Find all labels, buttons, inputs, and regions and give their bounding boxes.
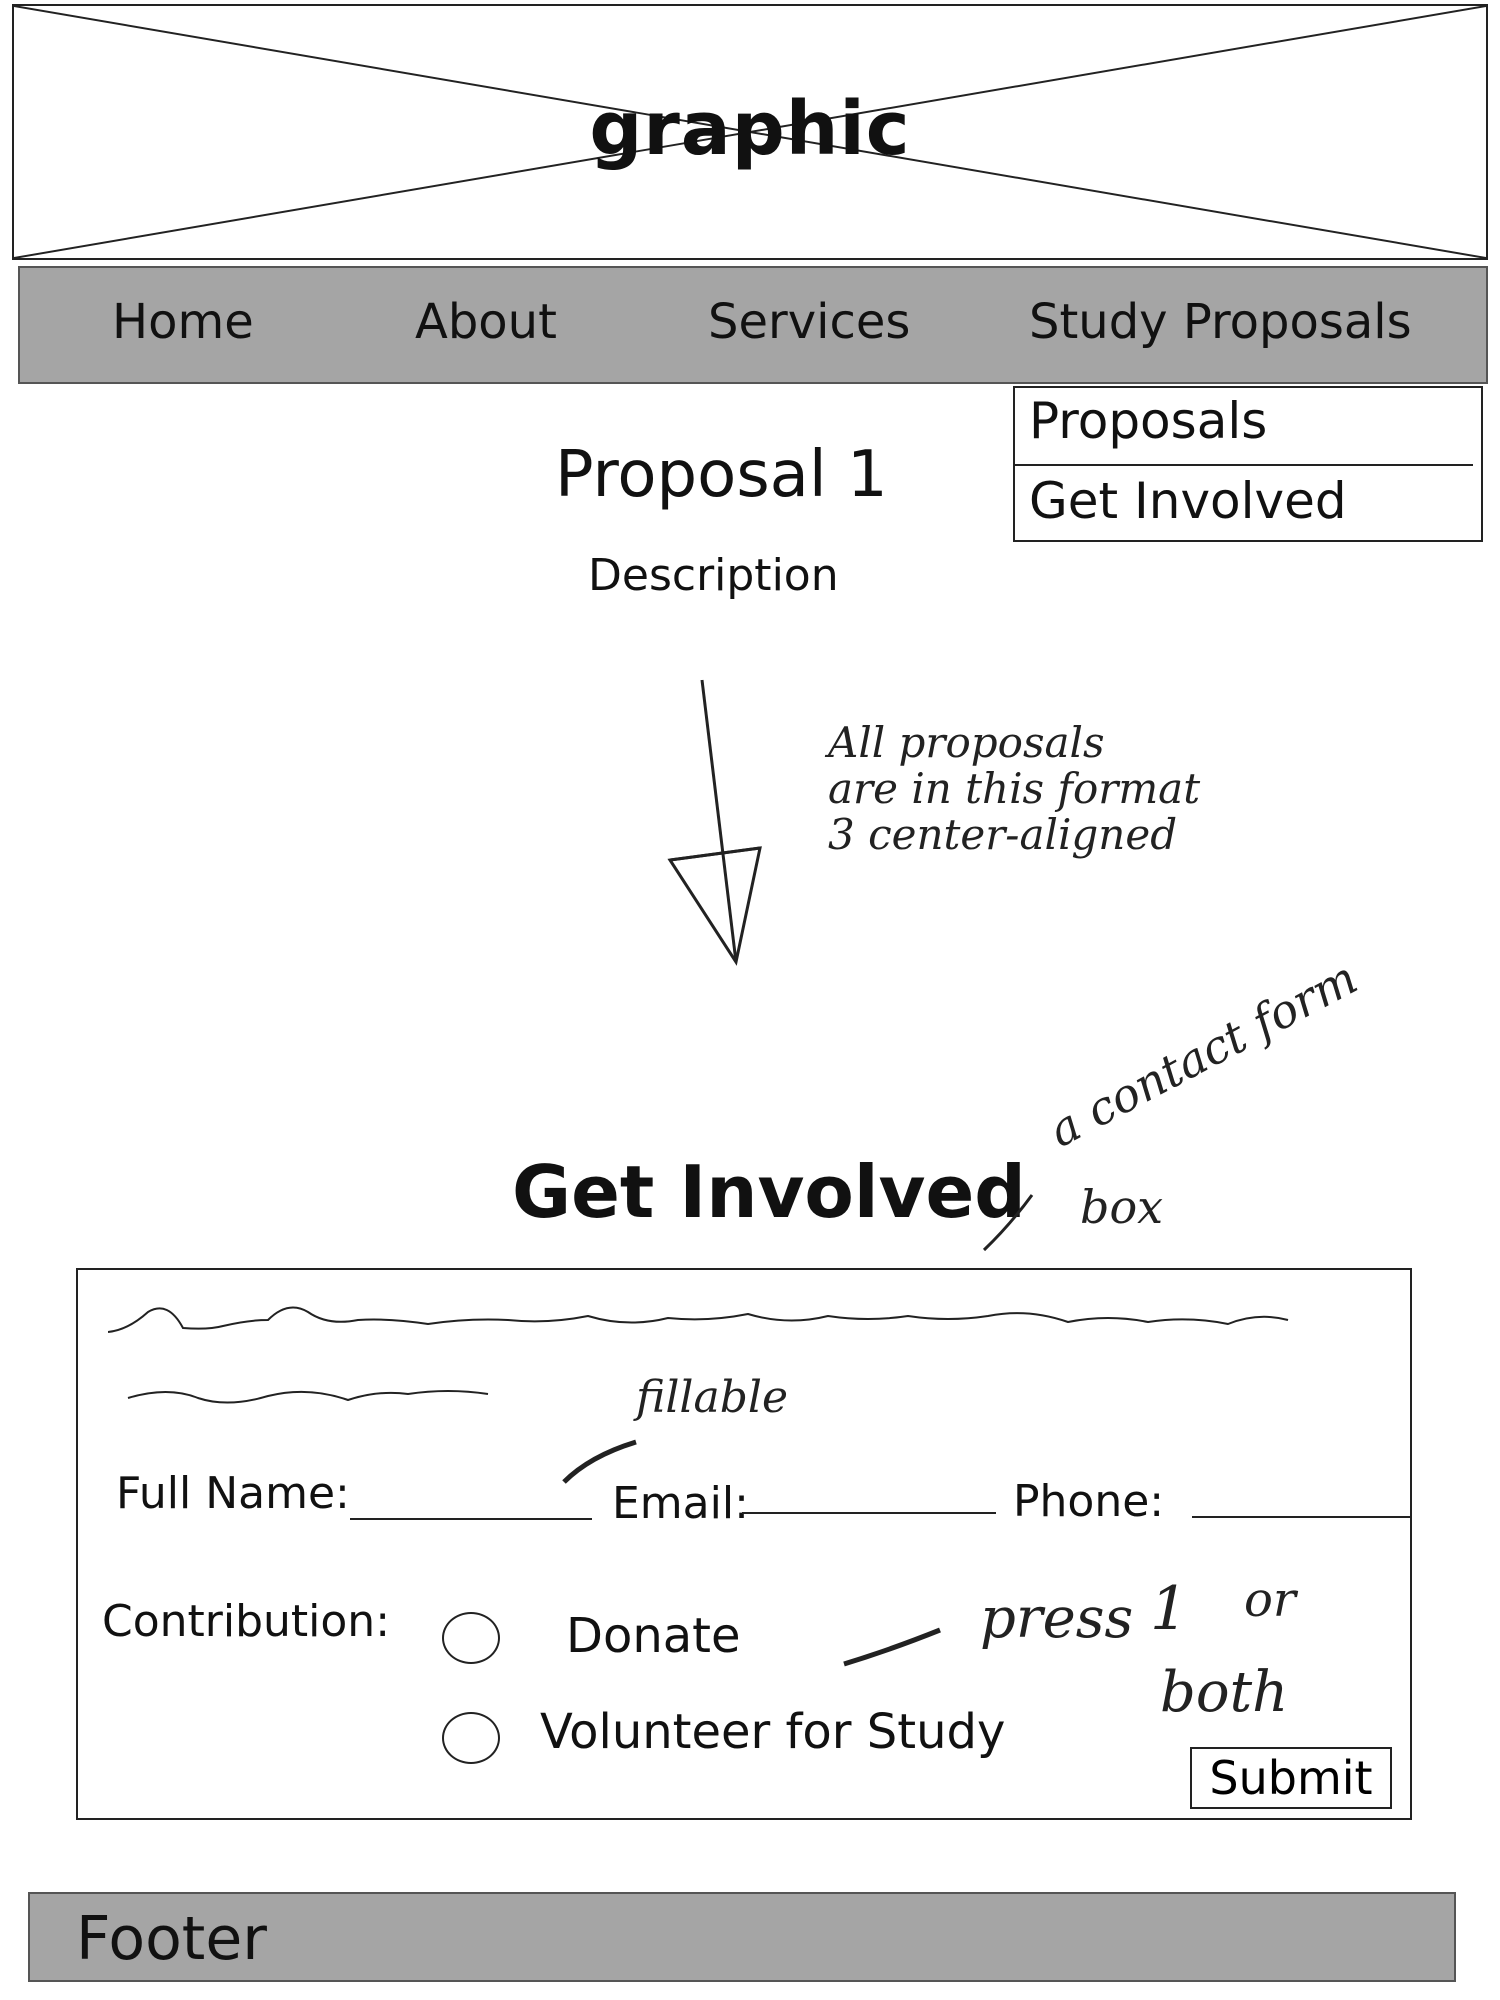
- format-note-line: 3 center-aligned: [828, 810, 1178, 859]
- contact-form-note-box: box: [1080, 1180, 1164, 1234]
- contact-form: Full Name: Email: Phone: Contribution: D…: [76, 1268, 1412, 1820]
- volunteer-radio[interactable]: [442, 1712, 500, 1764]
- nav-item-about[interactable]: About: [415, 294, 557, 350]
- phone-input[interactable]: [1192, 1474, 1412, 1518]
- get-involved-title: Get Involved: [512, 1150, 1026, 1234]
- dropdown-item-get-involved[interactable]: Get Involved: [1029, 472, 1347, 530]
- donate-radio[interactable]: [442, 1612, 500, 1664]
- study-proposals-dropdown: Proposals Get Involved: [1013, 386, 1483, 542]
- annotation-tick-icon: [982, 1194, 1034, 1252]
- down-arrow-icon: [667, 679, 762, 966]
- fillable-note: fillable: [636, 1372, 789, 1423]
- format-note-line: All proposals: [828, 718, 1105, 767]
- footer-label: Footer: [76, 1904, 267, 1974]
- full-name-input[interactable]: [350, 1476, 592, 1520]
- header-graphic-placeholder: graphic: [12, 4, 1488, 260]
- nav-bar: Home About Services Study Proposals: [18, 266, 1488, 384]
- footer-bar: Footer: [28, 1892, 1456, 1982]
- submit-button[interactable]: Submit: [1190, 1747, 1392, 1809]
- donate-label: Donate: [566, 1608, 741, 1664]
- contribution-label: Contribution:: [102, 1596, 391, 1647]
- dropdown-divider: [1015, 464, 1473, 466]
- full-name-label: Full Name:: [116, 1468, 350, 1519]
- email-label: Email:: [612, 1478, 749, 1529]
- volunteer-label: Volunteer for Study: [540, 1704, 1006, 1760]
- nav-item-services[interactable]: Services: [708, 294, 911, 350]
- dropdown-item-proposals[interactable]: Proposals: [1029, 392, 1268, 450]
- or-note: or: [1244, 1572, 1296, 1628]
- contact-form-note: a contact form: [1040, 950, 1366, 1158]
- one-note: 1: [1150, 1574, 1189, 1644]
- graphic-label: graphic: [589, 86, 911, 172]
- email-input[interactable]: [742, 1470, 996, 1514]
- nav-item-home[interactable]: Home: [112, 294, 254, 350]
- both-note: both: [1160, 1660, 1289, 1725]
- placeholder-text-squiggle: [108, 1306, 1289, 1404]
- format-note-line: are in this format: [828, 764, 1201, 813]
- press-note: press: [980, 1586, 1134, 1651]
- proposal-title: Proposal 1: [555, 438, 888, 512]
- format-note: All proposals are in this format 3 cente…: [828, 720, 1200, 858]
- nav-item-study-proposals[interactable]: Study Proposals: [1029, 294, 1412, 350]
- placeholder-cross-icon: [14, 6, 1486, 258]
- annotation-tick-icon: [843, 1627, 941, 1667]
- phone-label: Phone:: [1013, 1476, 1165, 1527]
- proposal-description: Description: [588, 550, 839, 601]
